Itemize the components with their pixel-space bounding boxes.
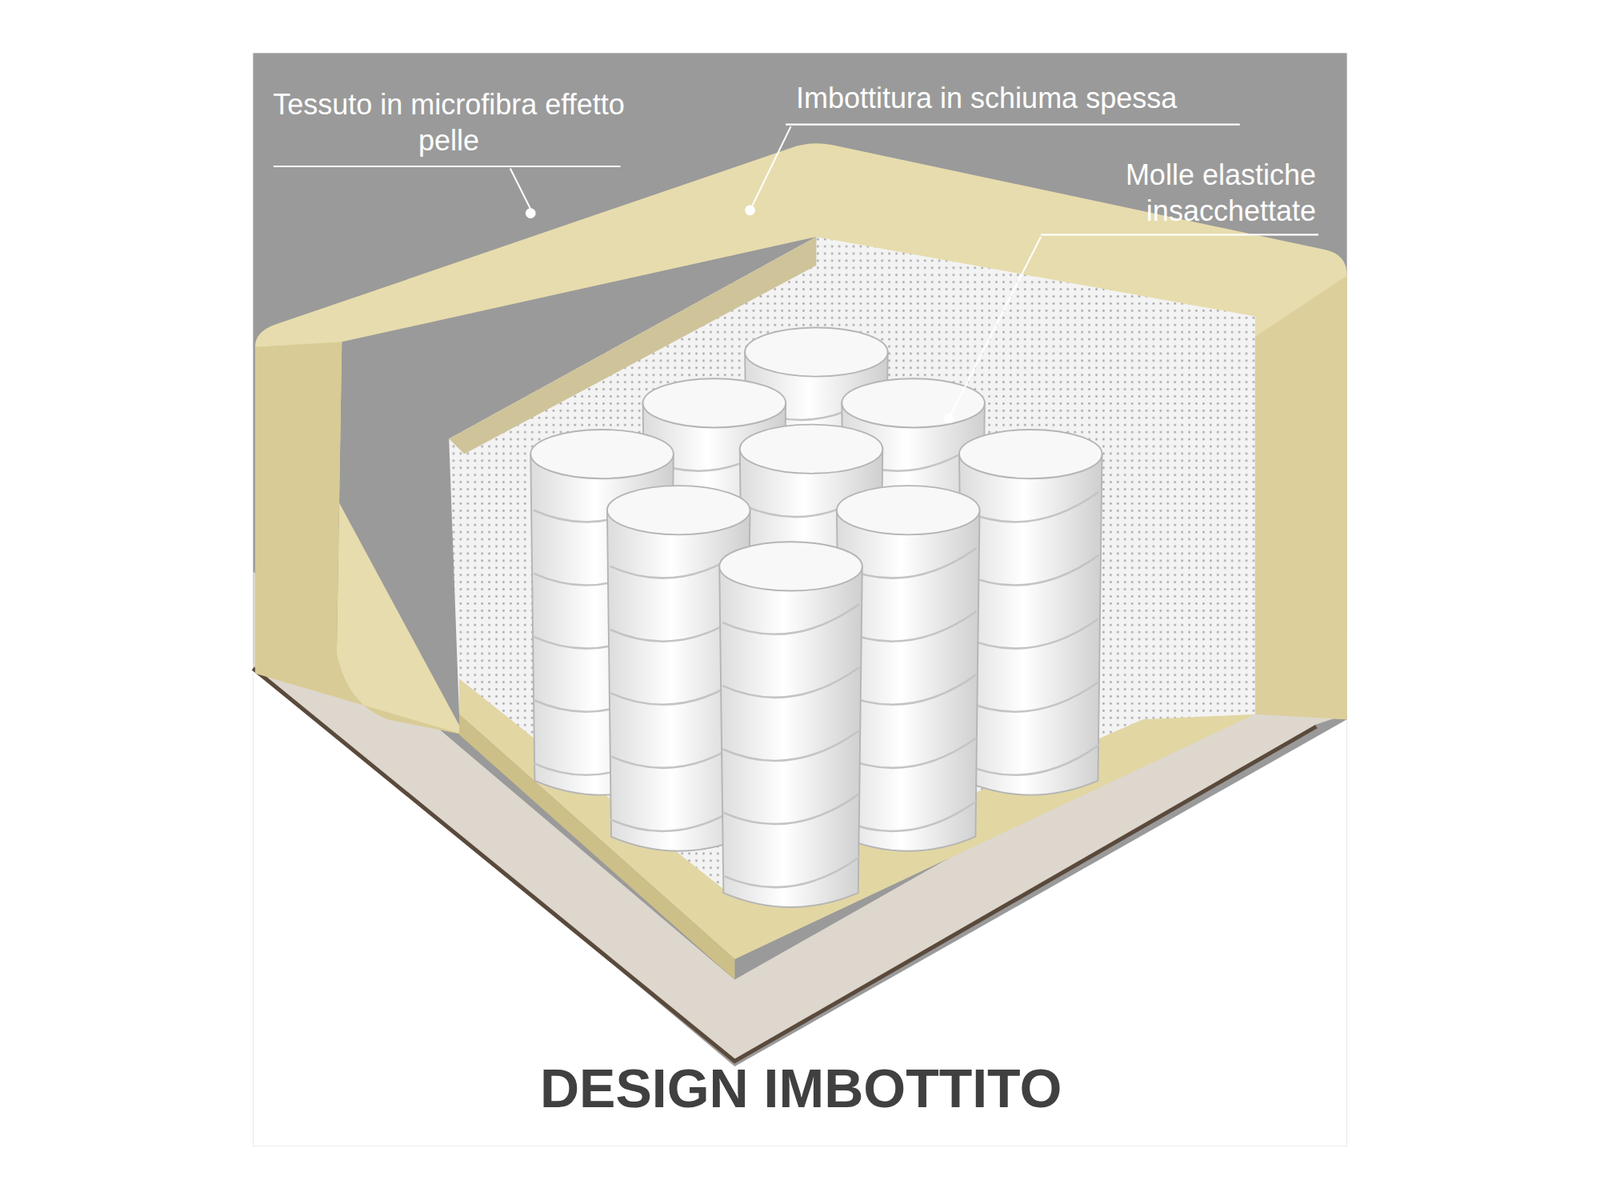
caption: DESIGN IMBOTTITO: [540, 1054, 1062, 1123]
callout-label: Tessuto in microfibra effetto pelle: [252, 86, 645, 159]
callout-label: Imbottitura in schiuma spessa: [796, 80, 1177, 116]
callout-label: Molle elastiche insacchettate: [1032, 156, 1316, 229]
pocket-springs: [530, 327, 1102, 907]
